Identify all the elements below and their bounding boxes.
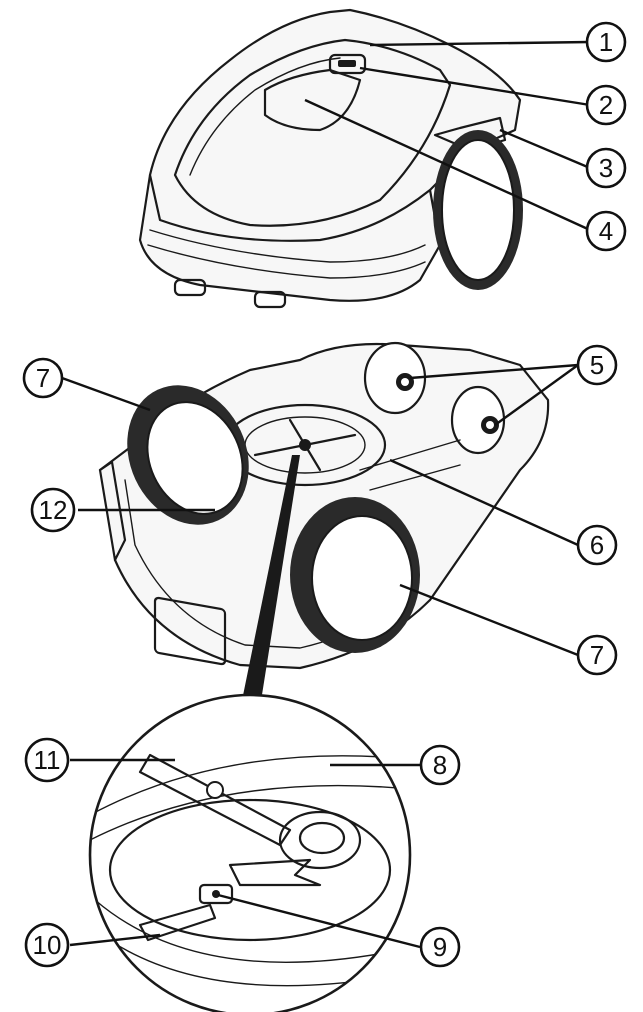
callout-7-right: 7 [576,634,618,676]
stop-button [328,53,367,75]
callout-9: 9 [419,926,461,968]
leader-1 [369,40,591,47]
callout-7-left-label: 7 [36,363,50,393]
mower-underside-view [98,341,550,670]
skirt-line-2 [147,244,426,279]
detail-disc [108,798,392,942]
blade-screw [206,781,224,799]
callout-3-label: 3 [599,153,613,183]
mower-top-view [138,8,523,309]
callout-11: 11 [24,737,70,783]
callout-3: 3 [585,147,627,189]
detail-hub-center [298,821,346,855]
blade-mount [198,883,234,905]
callout-1-label: 1 [599,27,613,57]
callout-2-label: 2 [599,90,613,120]
callout-4-label: 4 [599,216,613,246]
callout-10: 10 [24,922,70,968]
front-foot-right [253,290,287,309]
callout-8-label: 8 [433,750,447,780]
leader-lines [61,40,591,949]
callout-8: 8 [419,744,461,786]
leader-7b [399,583,579,657]
front-foot-left [173,278,207,297]
control-panel-recess [263,68,362,132]
top-view-wheel-rim [441,139,515,281]
detail-curve-3 [94,899,401,963]
callout-6: 6 [576,524,618,566]
callout-11-label: 11 [34,745,61,775]
zoom-cone [238,455,300,720]
leader-6 [389,458,579,547]
leader-3 [499,128,591,170]
detail-curve-1 [90,755,410,816]
callout-10-label: 10 [33,930,62,960]
callout-6-label: 6 [590,530,604,560]
callout-12-label: 12 [39,495,68,525]
callout-9-label: 9 [433,932,447,962]
detail-curve-2 [90,784,410,841]
leader-5a [409,363,579,380]
front-wheel-2 [450,385,506,455]
leader-5b [494,364,579,426]
callout-12: 12 [30,487,76,533]
leader-4 [304,98,591,232]
blade-short [138,903,217,942]
leader-2 [359,66,591,107]
callout-5: 5 [576,344,618,386]
carry-handle [98,460,127,562]
mower-lid [173,38,452,227]
bay-line-2 [369,464,461,491]
callout-4: 4 [585,210,627,252]
mower-shell [148,8,522,242]
detail-hub [278,810,362,870]
callout-5-label: 5 [590,350,604,380]
disc-hub [299,439,311,451]
stop-button-key [338,60,356,67]
leader-7a [61,376,151,412]
skirt-line-1 [149,229,426,263]
rear-wheel-left [127,385,249,525]
detail-circle [88,693,412,1012]
blade-detail-view [88,693,412,1012]
callout-2: 2 [585,84,627,126]
rotation-arrow [228,858,322,887]
lid-inner-line [189,57,341,176]
leader-9 [217,893,421,949]
callout-7-left: 7 [22,357,64,399]
callout-1: 1 [585,21,627,63]
callout-7-right-label: 7 [590,640,604,670]
bay-line-1 [359,439,461,471]
leader-10 [69,933,161,947]
battery-cover [153,596,227,666]
rear-wheel-right [290,497,420,653]
